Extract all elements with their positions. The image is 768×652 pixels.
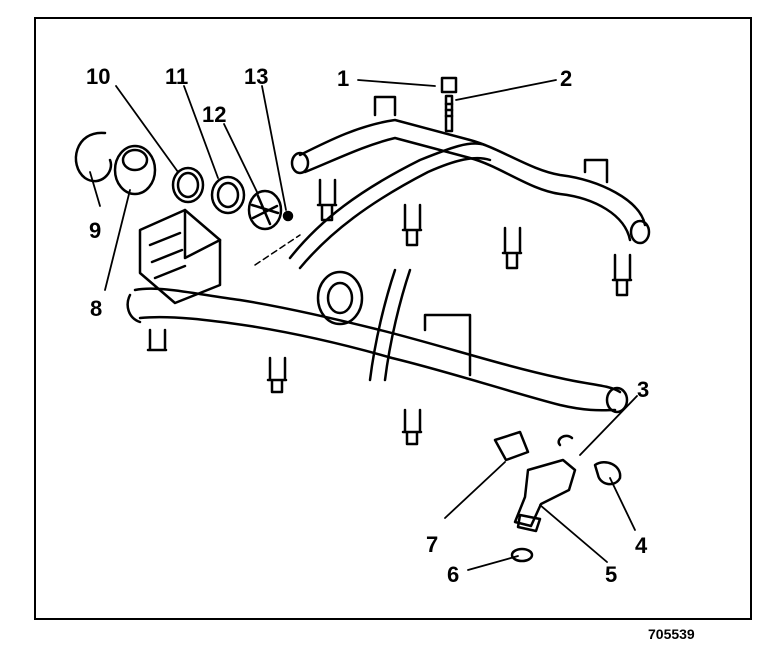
callout-5: 5: [605, 562, 617, 587]
front-fuel-rail: [126, 287, 629, 446]
diagram-frame: [34, 17, 752, 620]
detached-injector: [493, 430, 622, 563]
crossover-tube: [288, 142, 492, 382]
electrical-connector: [138, 208, 222, 305]
callout-13: 13: [244, 64, 268, 89]
callout-9: 9: [89, 218, 101, 243]
callout-6: 6: [447, 562, 459, 587]
pressure-regulator: [316, 270, 364, 326]
callout-12: 12: [202, 102, 226, 127]
leader-lines: [89, 79, 638, 571]
callout-labels: 1 2 3 4 5 6 7 8 9 10 11 12 13: [86, 64, 649, 587]
callout-3: 3: [637, 377, 649, 402]
schrader-valve-cap: [440, 76, 458, 133]
callout-11: 11: [165, 64, 188, 89]
rear-fuel-rail: [290, 95, 651, 297]
figure-number: 705539: [648, 626, 695, 642]
callout-10: 10: [86, 64, 110, 89]
callout-8: 8: [90, 296, 102, 321]
callout-2: 2: [560, 66, 572, 91]
callout-7: 7: [426, 532, 438, 557]
regulator-parts: [74, 131, 294, 231]
callout-4: 4: [635, 533, 648, 558]
callout-1: 1: [337, 66, 349, 91]
